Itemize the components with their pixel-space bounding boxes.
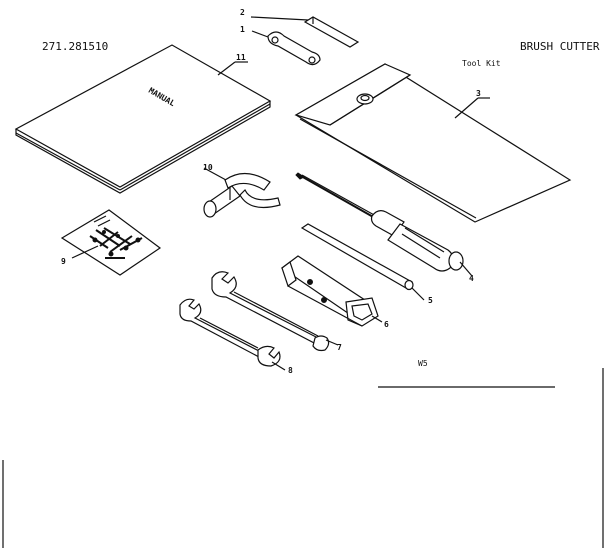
callout-5: 5 xyxy=(428,296,433,305)
part-1-small-wrench: 1 xyxy=(240,25,321,66)
part-2-bit: 2 xyxy=(240,8,360,48)
callout-2: 2 xyxy=(240,8,245,17)
part-8-open-end-wrench: 8 xyxy=(179,298,293,375)
callout-1: 1 xyxy=(240,25,245,34)
hardware-pieces xyxy=(89,215,143,259)
part-5-tommy-bar: 5 xyxy=(300,223,433,305)
callout-9: 9 xyxy=(61,257,66,266)
callout-7: 7 xyxy=(337,343,342,352)
page-edge-marks xyxy=(2,368,604,548)
part-7-open-end-wrench: 7 xyxy=(211,271,342,352)
part-11-manual: MANUAL 11 xyxy=(14,44,272,194)
callout-10: 10 xyxy=(203,163,213,172)
part-9-hardware-packet: 9 xyxy=(60,209,162,276)
part-10-handle-clamp: 10 xyxy=(203,163,281,218)
figure-code: W5 xyxy=(418,359,428,368)
part-4-screwdriver: 4 xyxy=(295,172,474,283)
section-title: Tool Kit xyxy=(462,59,501,68)
callout-11: 11 xyxy=(236,53,246,62)
model-number: 271.281510 xyxy=(42,40,109,53)
callout-8: 8 xyxy=(288,366,293,375)
callout-4: 4 xyxy=(469,274,474,283)
part-6-box-wrench: 6 xyxy=(280,255,389,329)
callout-3: 3 xyxy=(476,89,481,98)
callout-6: 6 xyxy=(384,320,389,329)
part-3-tool-kit-pouch: 3 xyxy=(294,63,572,223)
document-title: BRUSH CUTTER xyxy=(520,40,600,53)
